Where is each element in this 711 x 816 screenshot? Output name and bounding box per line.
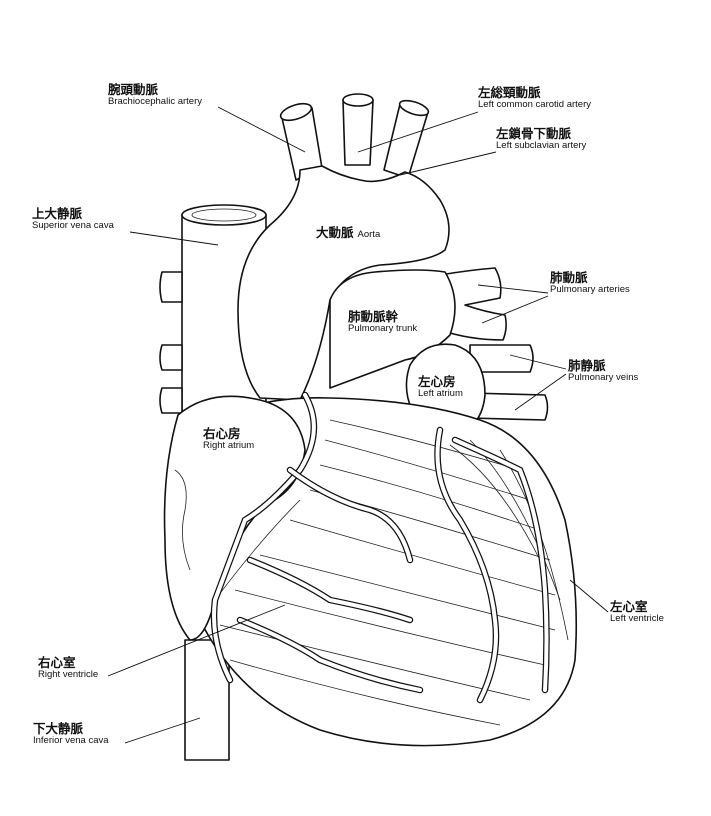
label-left-subclavian-artery: 左鎖骨下動脈 Left subclavian artery — [496, 127, 586, 152]
label-pulmonary-trunk: 肺動脈幹 Pulmonary trunk — [348, 310, 417, 335]
label-right-ventricle: 右心室 Right ventricle — [38, 656, 98, 681]
label-right-atrium: 右心房 Right atrium — [203, 427, 254, 452]
aortic-branches-shape — [279, 94, 431, 180]
right-pulmonary-veins-shape — [160, 272, 182, 413]
label-brachiocephalic-artery: 腕頭動脈 Brachiocephalic artery — [108, 83, 202, 108]
label-pulmonary-arteries: 肺動脈 Pulmonary arteries — [550, 271, 630, 296]
label-superior-vena-cava: 上大静脈 Superior vena cava — [32, 207, 114, 232]
label-left-common-carotid-artery: 左総頸動脈 Left common carotid artery — [478, 86, 591, 111]
label-pulmonary-veins: 肺静脈 Pulmonary veins — [568, 359, 638, 384]
label-left-atrium: 左心房 Left atrium — [418, 375, 463, 400]
label-aorta: 大動脈Aorta — [316, 223, 380, 241]
label-left-ventricle: 左心室 Left ventricle — [610, 600, 664, 625]
label-inferior-vena-cava: 下大静脈 Inferior vena cava — [33, 722, 109, 747]
